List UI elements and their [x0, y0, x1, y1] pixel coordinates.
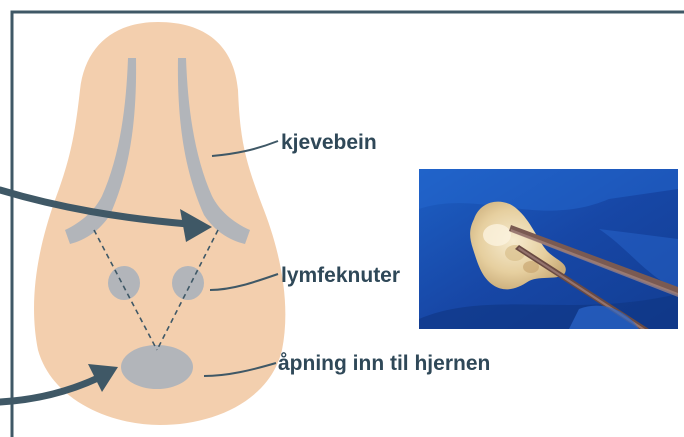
- brain-opening: [121, 345, 193, 389]
- label-lymph-nodes: lymfeknuter: [281, 264, 400, 287]
- label-brain-opening: åpning inn til hjernen: [278, 352, 490, 375]
- label-jaw-bone: kjevebein: [281, 131, 377, 154]
- lymph-node-left: [108, 266, 140, 300]
- lymph-node-right: [172, 266, 204, 300]
- dissection-photo: [419, 169, 678, 329]
